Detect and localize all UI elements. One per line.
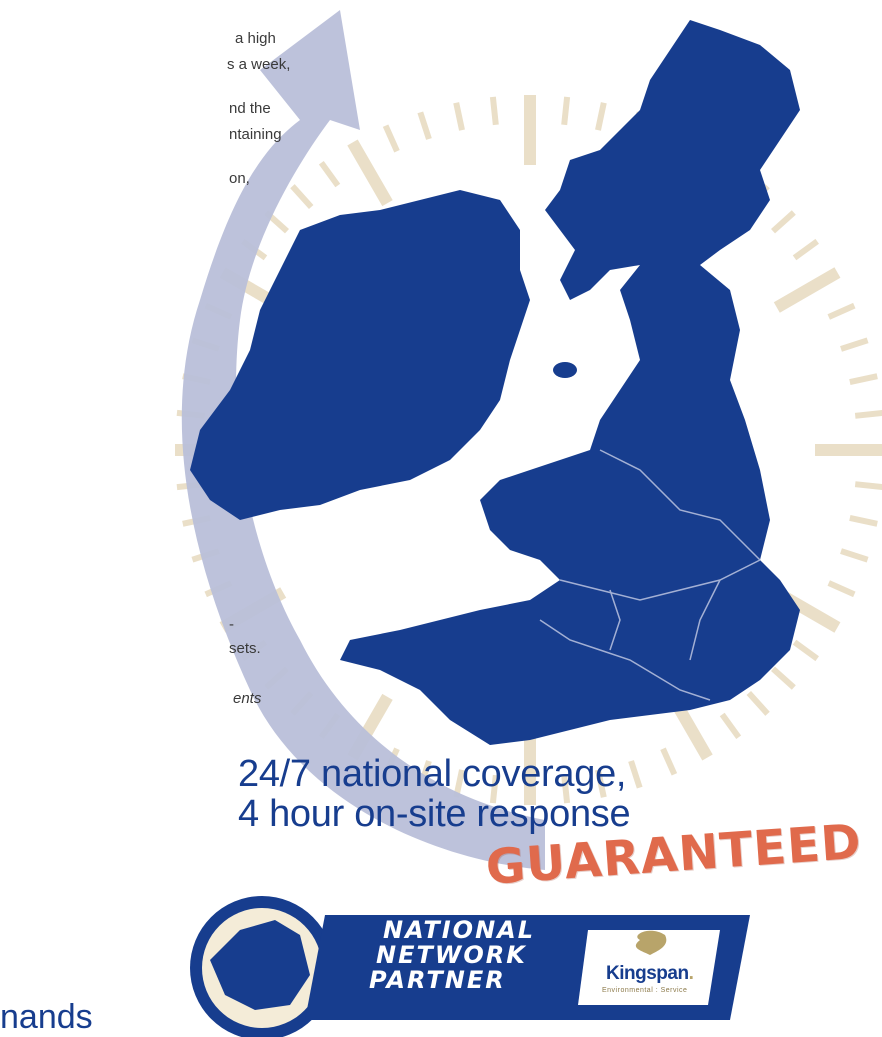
clock-tick <box>773 267 841 313</box>
clock-tick <box>849 515 878 527</box>
kingspan-lion-icon <box>635 930 667 955</box>
clock-tick <box>827 302 856 320</box>
clock-tick <box>290 184 314 209</box>
clock-tick <box>792 639 819 662</box>
body-fragment: nd the <box>229 100 271 117</box>
body-fragment: ntaining <box>229 126 282 143</box>
clock-tick <box>792 238 819 261</box>
clock-tick <box>840 337 869 352</box>
kingspan-brand-mark: . <box>688 963 694 984</box>
badge-banner <box>305 915 750 1020</box>
clock-tick <box>849 373 878 385</box>
clock-tick <box>660 747 678 776</box>
body-fragment: sets. <box>229 640 261 657</box>
badge-text-partner: PARTNER <box>369 966 506 994</box>
badge-text-national: NATIONAL <box>383 916 536 944</box>
kingspan-name: Kingspan <box>606 963 689 984</box>
clock-tick <box>561 774 571 804</box>
bottom-text-fragment: nands <box>0 998 93 1036</box>
clock-tick <box>489 96 499 126</box>
kingspan-subtitle: Environmental : Service <box>602 987 688 994</box>
badge-text-network: NETWORK <box>376 941 527 969</box>
clock-tick <box>628 760 643 789</box>
clock-tick <box>453 102 465 131</box>
clock-tick <box>854 481 882 491</box>
clock-tick <box>771 666 796 690</box>
body-fragment: a high <box>235 30 276 47</box>
clock-tick <box>318 161 341 188</box>
clock-tick <box>382 124 400 153</box>
clock-tick <box>347 139 393 207</box>
badge-clock-icon <box>190 896 334 1037</box>
clock-tick <box>771 210 796 234</box>
clock-tick <box>561 96 571 126</box>
clock-tick <box>719 712 742 739</box>
kingspan-brand: Kingspan. <box>606 963 694 985</box>
uk-ireland-map-icon <box>190 20 800 745</box>
circular-arrow-icon <box>181 10 545 870</box>
clock-tick <box>827 580 856 598</box>
body-fragment: ents <box>233 690 262 707</box>
body-fragment: on, <box>229 170 250 187</box>
clock-tick <box>595 102 607 131</box>
clock-tick <box>489 774 499 804</box>
body-fragment: s a week, <box>227 56 291 73</box>
clock-tick <box>595 769 607 798</box>
body-fragment: - <box>229 616 234 633</box>
clock-tick <box>746 691 770 716</box>
clock-tick <box>840 548 869 563</box>
headline-line-1: 24/7 national coverage, <box>238 753 627 795</box>
clock-tick <box>417 111 432 140</box>
headline-line-2: 4 hour on-site response <box>238 793 631 835</box>
clock-tick <box>854 409 882 419</box>
